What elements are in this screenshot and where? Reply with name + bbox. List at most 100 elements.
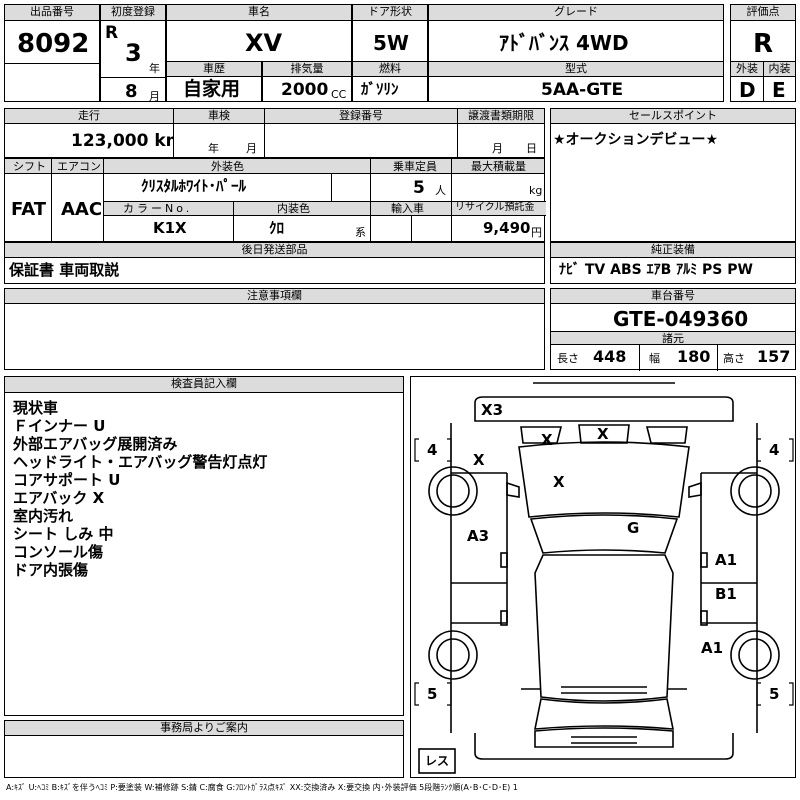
- mark-right-rear-door: B1: [715, 585, 737, 603]
- sales-point-box: セールスポイント ★オークションデビュー★: [550, 108, 796, 242]
- grade: ｱﾄﾞﾊﾞﾝｽ 4WD: [499, 31, 629, 55]
- score: R: [753, 29, 774, 59]
- recycle-fee: 9,490: [483, 219, 531, 237]
- ext-color-label: 外装色: [211, 160, 244, 173]
- cautions-box: 注意事項欄: [4, 288, 545, 370]
- person-unit: 人: [435, 184, 446, 197]
- grade-box: グレード ｱﾄﾞﾊﾞﾝｽ 4WD: [428, 4, 724, 62]
- legend: A:ｷｽﾞ U:ﾍｺﾐ B:ｷｽﾞを伴うﾍｺﾐ P:要塗装 W:補修跡 S:錆 …: [6, 783, 518, 792]
- door-type-label: ドア形状: [353, 5, 427, 21]
- note-line: エアバック X: [13, 489, 105, 507]
- lot-number-label: 出品番号: [5, 5, 99, 21]
- tire-rear-right: 5: [769, 685, 780, 703]
- mileage: 123,000 km: [71, 131, 184, 151]
- spare-tire: レス: [425, 754, 450, 768]
- height-label: 高さ: [723, 352, 745, 365]
- history-label: 車歴: [167, 62, 261, 77]
- score-label: 評価点: [731, 5, 795, 21]
- first-registration-box: 初度登録 R 3 年 8 月: [100, 4, 166, 102]
- history-box: 車歴 自家用: [166, 61, 262, 102]
- sales-point-label: セールスポイント: [551, 109, 795, 124]
- tire-rear-left: 5: [427, 685, 438, 703]
- reg-number-box: 登録番号: [264, 108, 458, 158]
- note-line: 室内汚れ: [13, 507, 74, 525]
- door-type-box: ドア形状 5W: [352, 4, 428, 62]
- exterior-label: 外装: [731, 62, 763, 77]
- length: 448: [593, 347, 627, 366]
- aircon: AAC: [61, 199, 103, 220]
- displacement: 2000: [281, 80, 329, 100]
- equipment-label: 純正装備: [551, 243, 795, 258]
- car-diagram: [414, 382, 794, 774]
- inspection-box: 車検 年 月: [173, 108, 265, 158]
- note-line: Ｆインナー U: [13, 417, 106, 435]
- car-name: XV: [245, 29, 283, 57]
- post-parts: 保証書 車両取説: [9, 261, 120, 279]
- color-no-label: カラーNo.: [123, 202, 193, 215]
- score-box: 評価点 R: [730, 4, 796, 62]
- mark-right-front-door: A1: [715, 551, 738, 569]
- car-name-label: 車名: [167, 5, 351, 21]
- mark-front-bumper: X3: [481, 401, 504, 419]
- car-name-box: 車名 XV: [166, 4, 352, 62]
- inspector-box: 検査員記入欄 現状車 Ｆインナー U 外部エアバッグ展開済み ヘッドライト・エア…: [4, 376, 404, 716]
- note-line: コンソール傷: [13, 543, 104, 561]
- reg-number-label: 登録番号: [265, 109, 457, 124]
- int-color: ｸﾛ: [269, 219, 285, 237]
- post-parts-box: 後日発送部品 保証書 車両取説: [4, 242, 545, 284]
- length-label: 長さ: [557, 352, 579, 365]
- shift: FAT: [11, 199, 47, 220]
- dimensions-label: 諸元: [551, 331, 795, 345]
- inspector-label: 検査員記入欄: [5, 377, 403, 393]
- mark-windshield-left: X: [541, 431, 553, 449]
- interior-label: 内装: [764, 62, 795, 77]
- car-diagram-box: X3 X X X X G A3 A1 B1 A1 4 4 5 5 レス: [410, 376, 796, 778]
- note-line: 外部エアバッグ展開済み: [13, 435, 178, 453]
- fuel-label: 燃料: [353, 62, 427, 77]
- cautions-label: 注意事項欄: [5, 289, 544, 304]
- model-code-box: 型式 5AA-GTE: [428, 61, 724, 102]
- recycle-label: リサイクル預託金: [455, 202, 535, 213]
- max-load-label: 最大積載量: [471, 160, 526, 173]
- mileage-label: 走行: [5, 109, 173, 124]
- tire-front-right: 4: [769, 441, 780, 459]
- transfer-month-unit: 月: [492, 142, 503, 155]
- history: 自家用: [183, 78, 241, 100]
- mark-roof-glass: G: [627, 519, 640, 537]
- note-line: ヘッドライト・エアバッグ警告灯点灯: [13, 453, 268, 471]
- kei-unit: 系: [355, 226, 366, 239]
- spec-block: シフト エアコン 外装色 乗車定員 最大積載量 カラーNo. 内装色 輸入車 リ…: [4, 158, 546, 243]
- note-line: シート しみ 中: [13, 525, 114, 543]
- height: 157: [757, 347, 791, 366]
- chassis-box: 車台番号 GTE-049360 諸元 長さ 448 幅 180 高さ 157: [550, 288, 796, 371]
- chassis-label: 車台番号: [551, 289, 795, 304]
- era-value: R: [105, 23, 119, 43]
- year-unit: 年: [149, 62, 160, 75]
- grade-label: グレード: [429, 5, 723, 21]
- tire-front-left: 4: [427, 441, 438, 459]
- aircon-label: エアコン: [57, 160, 101, 173]
- displacement-box: 排気量 2000 CC: [262, 61, 352, 102]
- inspection-year-unit: 年: [208, 142, 219, 155]
- mark-right-rear-fender: A1: [701, 639, 724, 657]
- width-label: 幅: [649, 352, 660, 365]
- width: 180: [677, 347, 711, 366]
- mark-hood-left: X: [473, 451, 485, 469]
- post-parts-label: 後日発送部品: [5, 243, 544, 258]
- fuel-box: 燃料 ｶﾞｿﾘﾝ: [352, 61, 428, 102]
- capacity-label: 乗車定員: [393, 160, 437, 173]
- capacity: 5: [413, 178, 425, 198]
- equipment: ﾅﾋﾞ TV ABS ｴｱB ｱﾙﾐ PS PW: [559, 262, 753, 278]
- month-value: 8: [125, 81, 138, 102]
- chassis-number: GTE-049360: [613, 307, 749, 331]
- inspection-month-unit: 月: [246, 142, 257, 155]
- inspector-notes: 現状車 Ｆインナー U 外部エアバッグ展開済み ヘッドライト・エアバッグ警告灯点…: [13, 399, 267, 579]
- office-box: 事務局よりご案内: [4, 720, 404, 778]
- displacement-label: 排気量: [263, 62, 351, 77]
- sales-point: ★オークションデビュー★: [553, 132, 719, 148]
- import-label: 輸入車: [391, 202, 424, 215]
- door-type: 5W: [373, 31, 409, 55]
- note-line: コアサポート U: [13, 471, 121, 489]
- color-no: K1X: [153, 219, 187, 237]
- lot-number: 8092: [17, 29, 90, 59]
